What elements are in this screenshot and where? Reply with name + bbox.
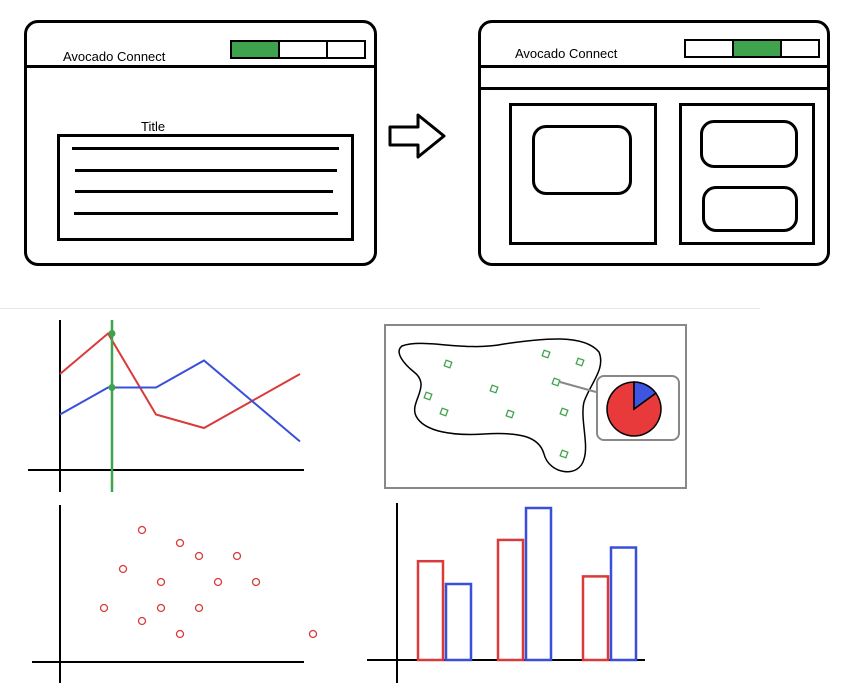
section-divider: [0, 308, 760, 309]
right-panel: [679, 103, 815, 245]
mockup-window-before: Avocado Connect Title: [24, 20, 377, 266]
placeholder-card: [532, 125, 632, 195]
map-marker: [439, 407, 449, 417]
cursor-marker: [108, 384, 116, 391]
tab-2[interactable]: [280, 42, 328, 57]
map-marker: [489, 384, 499, 394]
tab-3[interactable]: [328, 42, 364, 57]
map-marker: [575, 357, 585, 367]
scatter-chart: [32, 505, 318, 683]
scatter-point: [213, 577, 223, 587]
text-line: [75, 169, 337, 172]
map-marker: [423, 391, 433, 401]
bar-chart: [367, 503, 645, 683]
text-line: [74, 212, 338, 215]
scatter-point: [137, 525, 147, 535]
pie-slice-blue: [633, 381, 657, 411]
content-title: Title: [141, 119, 166, 134]
content-card: [57, 134, 354, 241]
tab-3[interactable]: [782, 41, 818, 56]
bar-red: [416, 559, 445, 662]
bar-blue: [444, 582, 473, 662]
bar-red: [581, 575, 610, 662]
scatter-point: [175, 629, 185, 639]
map-marker: [559, 407, 569, 417]
map-marker: [551, 377, 561, 387]
window-titlebar: [481, 23, 827, 68]
app-title: Avocado Connect: [515, 46, 618, 61]
bar-blue: [524, 506, 553, 662]
scatter-point: [137, 616, 147, 626]
scatter-point: [175, 538, 185, 548]
toolbar-divider: [481, 87, 827, 90]
line-chart: [28, 320, 304, 492]
placeholder-card: [702, 186, 798, 232]
text-line: [75, 190, 333, 193]
scatter-point: [251, 577, 261, 587]
text-line: [72, 147, 339, 150]
scatter-point: [99, 603, 109, 613]
left-panel: [509, 103, 657, 245]
placeholder-card: [700, 120, 798, 168]
scatter-point: [232, 551, 242, 561]
map-marker: [559, 449, 569, 459]
tab-2[interactable]: [734, 41, 782, 56]
tab-1[interactable]: [232, 42, 280, 57]
scatter-point: [308, 629, 318, 639]
series-line-blue: [59, 359, 301, 443]
map-region: [398, 338, 602, 473]
tab-1[interactable]: [686, 41, 734, 56]
tab-bar: [230, 40, 366, 59]
bar-red: [496, 538, 525, 662]
map-marker: [443, 359, 453, 369]
map-marker: [505, 409, 515, 419]
scatter-point: [156, 603, 166, 613]
cursor-marker: [108, 330, 116, 337]
scatter-point: [194, 603, 204, 613]
bar-blue: [609, 546, 638, 662]
mockup-window-after: Avocado Connect: [478, 20, 830, 266]
app-title: Avocado Connect: [63, 49, 166, 64]
map-points: [423, 349, 585, 459]
scatter-point: [194, 551, 204, 561]
tab-bar: [684, 39, 820, 58]
series-line-red: [59, 331, 301, 430]
window-titlebar: [27, 23, 374, 68]
scatter-point: [156, 577, 166, 587]
map-marker: [541, 349, 551, 359]
scatter-point: [118, 564, 128, 574]
arrow-right-icon: [388, 113, 446, 159]
pie-chart: [606, 381, 662, 437]
